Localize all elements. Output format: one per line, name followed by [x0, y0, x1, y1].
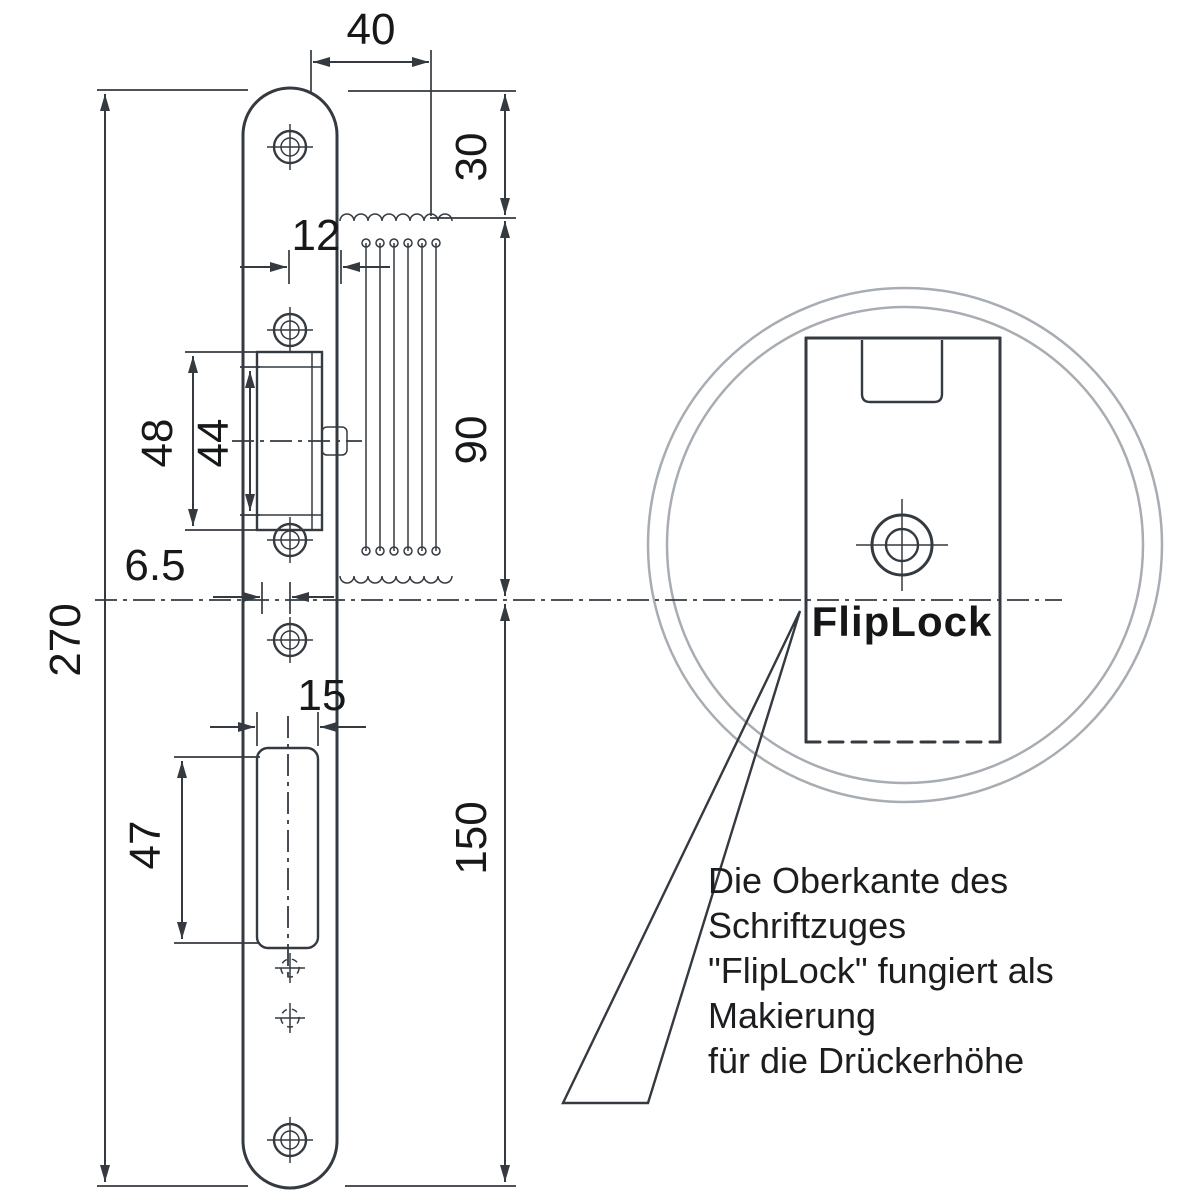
dim-label-48: 48	[133, 419, 182, 468]
dimensions: 270 40 30 90 150	[41, 5, 516, 1187]
dim-270: 270	[41, 89, 248, 1187]
annotation-line-4: Makierung	[708, 995, 876, 1036]
detail-circle-inner	[665, 305, 1145, 785]
dim-label-90: 90	[447, 416, 496, 465]
leader-arrow	[561, 610, 802, 1105]
annotation-line-1: Die Oberkante des	[708, 860, 1008, 901]
annotation-line-3: "FlipLock" fungiert als	[708, 950, 1054, 991]
dim-label-40: 40	[347, 5, 396, 54]
screw-hole-top	[265, 122, 315, 172]
faceplate-outline	[241, 86, 339, 1190]
lower-slot	[255, 716, 320, 980]
detail-circle-outer	[646, 286, 1164, 804]
dim-40: 40	[310, 5, 432, 216]
dim-30: 30	[348, 90, 516, 219]
dim-label-12: 12	[292, 211, 341, 260]
annotation-line-2: Schriftzuges	[708, 905, 906, 946]
marking-hole-1	[274, 952, 306, 984]
dim-150: 150	[345, 604, 516, 1187]
spring-profile	[339, 213, 453, 584]
dim-15: 15	[210, 671, 366, 746]
detail-brand-text: FlipLock	[812, 598, 993, 645]
screw-hole-lower	[265, 615, 315, 665]
detail-screw-hole	[856, 499, 948, 591]
dim-44: 44	[189, 366, 260, 516]
dim-label-270: 270	[41, 603, 90, 676]
dim-47: 47	[121, 756, 260, 944]
detail-view: FlipLock	[646, 286, 1164, 804]
dim-label-15: 15	[298, 671, 347, 720]
dim-label-44: 44	[189, 419, 238, 468]
faceplate	[232, 86, 453, 1190]
dim-label-150: 150	[447, 801, 496, 874]
dim-6-5: 6.5	[124, 541, 334, 614]
corrugation-top	[339, 213, 453, 222]
dim-90: 90	[447, 221, 510, 596]
dim-label-30: 30	[447, 133, 496, 182]
screw-hole-bottom	[265, 1115, 315, 1165]
spring-wires	[361, 238, 441, 556]
detail-latch-notch	[860, 340, 944, 404]
annotation-line-5: für die Drückerhöhe	[708, 1040, 1024, 1081]
detail-plate	[804, 336, 1002, 744]
dim-48: 48	[133, 351, 262, 531]
dim-label-47: 47	[121, 821, 170, 870]
dim-12: 12	[240, 211, 390, 284]
dim-label-6-5: 6.5	[124, 541, 185, 590]
marking-hole-2	[274, 1002, 306, 1034]
screw-hole-middle	[265, 515, 315, 565]
screw-hole-upper	[265, 305, 315, 355]
latch-cutout	[232, 350, 362, 532]
corrugation-bottom	[339, 575, 453, 584]
annotation-text: Die Oberkante des Schriftzuges "FlipLock…	[708, 860, 1054, 1081]
